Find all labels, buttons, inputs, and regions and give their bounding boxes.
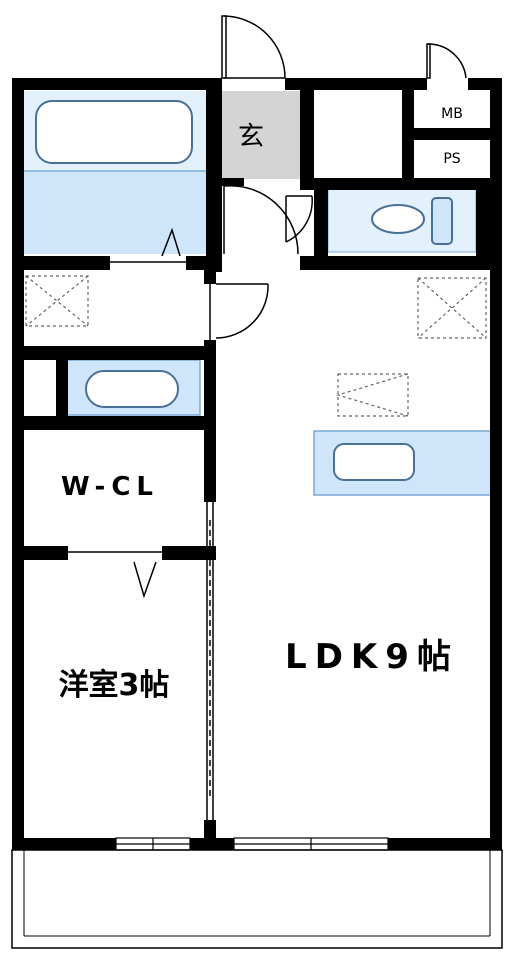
wash-basin [85,370,179,408]
entrance-label: 玄 [238,122,264,152]
toilet-tank [431,197,453,245]
bathtub [35,100,193,164]
refrigerator-space [337,373,409,417]
kitchen-sink [333,443,415,481]
bathroom [24,91,206,254]
entrance-floor [222,91,300,179]
ldk-label: LDK9帖 [285,637,459,677]
ldk-storage-space [417,277,487,339]
dashed-boxes [25,275,487,417]
vanity [64,359,201,416]
balcony [11,849,503,949]
wcl-label: W-CL [61,472,159,502]
doors [68,15,467,820]
washer-space [25,275,89,327]
windows [115,837,389,851]
western-room-label: 洋室3帖 [59,668,170,703]
toilet-bowl [371,204,425,234]
mb-label: MB [441,106,463,122]
toilet-room [327,185,477,253]
ps-label: PS [443,151,460,167]
kitchen-counter [313,430,493,496]
walls [12,78,502,850]
